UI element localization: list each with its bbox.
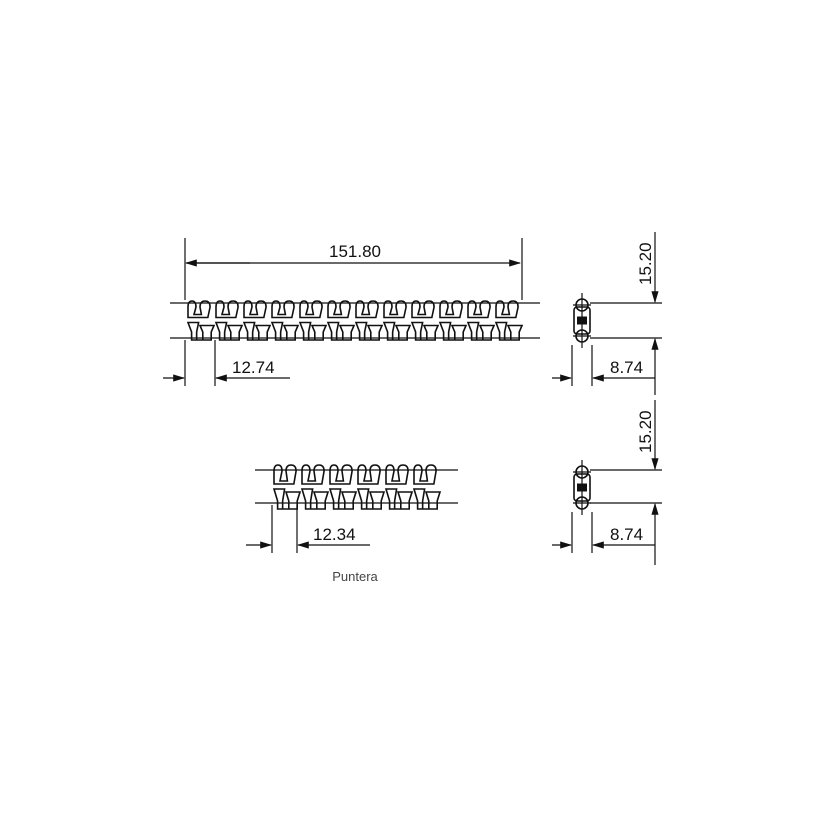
- overall-width-label: 151.80: [329, 242, 381, 261]
- belt-link-bottom: [384, 488, 414, 510]
- belt-link-bottom: [466, 321, 496, 341]
- belt-link-bottom: [356, 488, 386, 510]
- belt-link-bottom: [410, 321, 440, 341]
- caption-puntera: Puntera: [332, 569, 378, 584]
- belt-link-bottom: [494, 321, 524, 341]
- belt-link-top: [357, 464, 381, 485]
- height-bottom-label: 15.20: [636, 410, 655, 453]
- belt-link-bottom: [298, 321, 328, 341]
- link-body: [577, 316, 587, 325]
- belt-bottom-view: [255, 464, 458, 510]
- belt-link-bottom: [438, 321, 468, 341]
- dimension-pitch-bottom: 12.34: [246, 505, 370, 553]
- belt-link-bottom: [412, 488, 442, 510]
- belt-link-top: [327, 300, 351, 319]
- drawing-panel: [163, 195, 703, 610]
- belt-link-top: [385, 464, 409, 485]
- belt-link-bottom: [272, 488, 302, 510]
- belt-link-top: [413, 464, 437, 485]
- belt-link-bottom: [214, 321, 244, 341]
- thickness-bottom-label: 8.74: [610, 525, 643, 544]
- dimension-overall-width: 151.80: [184, 238, 523, 300]
- belt-link-top: [271, 300, 295, 319]
- belt-link-top: [329, 464, 353, 485]
- belt-link-bottom: [186, 321, 216, 341]
- belt-link-bottom: [270, 321, 300, 341]
- pitch-top-label: 12.74: [232, 358, 275, 377]
- belt-link-bottom: [354, 321, 384, 341]
- belt-link-bottom: [300, 488, 330, 510]
- belt-link-top: [273, 464, 297, 485]
- belt-link-top: [383, 300, 407, 319]
- side-view-top: 15.20 8.74: [552, 232, 662, 395]
- belt-link-top: [467, 300, 491, 319]
- belt-link-top: [187, 300, 211, 319]
- belt-link-bottom: [242, 321, 272, 341]
- pitch-bottom-label: 12.34: [313, 525, 356, 544]
- belt-link-top: [355, 300, 379, 319]
- thickness-top-label: 8.74: [610, 358, 643, 377]
- belt-link-top: [299, 300, 323, 319]
- belt-link-top: [243, 300, 267, 319]
- belt-link-top: [411, 300, 435, 319]
- belt-link-bottom: [326, 321, 356, 341]
- height-top-label: 15.20: [636, 242, 655, 285]
- belt-link-top: [495, 300, 519, 319]
- belt-link-top: [439, 300, 463, 319]
- side-view-bottom: 15.20 8.74: [552, 400, 662, 565]
- dimension-pitch-top: 12.74: [163, 340, 290, 386]
- belt-link-bottom: [328, 488, 358, 510]
- belt-link-bottom: [382, 321, 412, 341]
- belt-link-top: [301, 464, 325, 485]
- link-body: [577, 483, 587, 492]
- belt-top-view: [170, 300, 540, 341]
- belt-link-top: [215, 300, 239, 319]
